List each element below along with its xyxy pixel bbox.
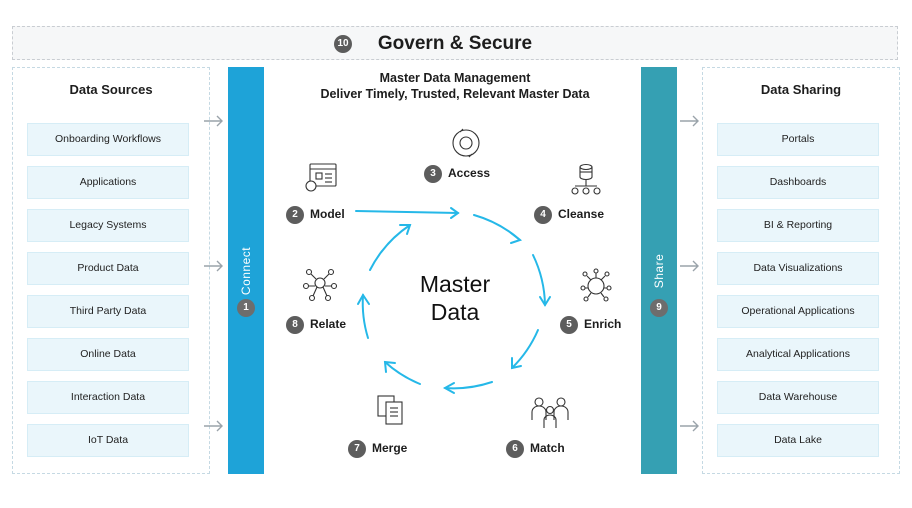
source-item: Onboarding Workflows xyxy=(27,123,189,156)
center-line2: Data xyxy=(430,299,480,325)
sharing-item: Data Warehouse xyxy=(717,381,879,414)
connect-bar: Connect 1 xyxy=(228,67,264,474)
step-model: 2 Model xyxy=(286,206,345,224)
master-data-center: Master Data xyxy=(380,270,530,326)
step-badge-8: 8 xyxy=(286,316,304,334)
arrow-right-icon xyxy=(204,420,223,432)
cleanse-icon xyxy=(571,163,601,195)
step-badge-7: 7 xyxy=(348,440,366,458)
step-cleanse-label: Cleanse xyxy=(558,207,605,222)
mdm-title-line1: Master Data Management xyxy=(379,71,531,85)
sharing-item: Portals xyxy=(717,123,879,156)
data-sharing-panel: Data Sharing Portals Dashboards BI & Rep… xyxy=(702,67,900,474)
arrow-right-icon xyxy=(680,260,699,272)
step-enrich-label: Enrich xyxy=(584,317,622,332)
step-badge-2: 2 xyxy=(286,206,304,224)
enrich-icon xyxy=(580,268,612,302)
step-match-label: Match xyxy=(530,441,565,456)
share-bar: Share 9 xyxy=(641,67,677,474)
arrow-right-icon xyxy=(204,115,223,127)
sharing-item: Operational Applications xyxy=(717,295,879,328)
model-icon xyxy=(305,163,337,192)
source-item: IoT Data xyxy=(27,424,189,457)
step-match: 6 Match xyxy=(506,440,565,458)
source-item: Product Data xyxy=(27,252,189,285)
step-merge: 7 Merge xyxy=(348,440,407,458)
data-sources-title: Data Sources xyxy=(69,82,153,97)
step-model-label: Model xyxy=(310,207,345,222)
step-badge-3: 3 xyxy=(424,165,442,183)
sharing-item: Data Visualizations xyxy=(717,252,879,285)
step-badge-5: 5 xyxy=(560,316,578,334)
step-relate-label: Relate xyxy=(310,317,347,332)
step-badge-1: 1 xyxy=(237,299,255,317)
source-item: Online Data xyxy=(27,338,189,371)
arrow-right-icon xyxy=(680,420,699,432)
step-enrich: 5 Enrich xyxy=(560,316,621,334)
arrow-right-icon xyxy=(680,115,699,127)
sharing-item: Analytical Applications xyxy=(717,338,879,371)
step-badge-9: 9 xyxy=(650,299,668,317)
sharing-item: Dashboards xyxy=(717,166,879,199)
match-icon xyxy=(531,397,569,428)
step-cleanse: 4 Cleanse xyxy=(534,206,604,224)
step-relate: 8 Relate xyxy=(286,316,346,334)
govern-secure-band: 10 Govern & Secure xyxy=(12,26,898,60)
step-badge-4: 4 xyxy=(534,206,552,224)
step-access-label: Access xyxy=(448,166,491,181)
step-badge-6: 6 xyxy=(506,440,524,458)
source-item: Third Party Data xyxy=(27,295,189,328)
data-sources-panel: Data Sources Onboarding Workflows Applic… xyxy=(12,67,210,474)
access-icon xyxy=(452,128,480,158)
sharing-item: Data Lake xyxy=(717,424,879,457)
merge-icon xyxy=(377,395,403,425)
source-item: Legacy Systems xyxy=(27,209,189,242)
model-flow-arrow xyxy=(355,210,459,214)
mdm-title: Master Data Management Deliver Timely, T… xyxy=(280,70,630,102)
mdm-title-line2: Deliver Timely, Trusted, Relevant Master… xyxy=(320,87,590,101)
step-merge-label: Merge xyxy=(372,441,408,456)
source-item: Applications xyxy=(27,166,189,199)
source-item: Interaction Data xyxy=(27,381,189,414)
sharing-item: BI & Reporting xyxy=(717,209,879,242)
data-sharing-title: Data Sharing xyxy=(760,82,842,97)
step-badge-10: 10 xyxy=(334,35,352,53)
arrow-right-icon xyxy=(204,260,223,272)
relate-icon xyxy=(302,268,338,302)
step-access: 3 Access xyxy=(424,165,490,183)
center-line1: Master xyxy=(419,271,491,297)
govern-secure-label: Govern & Secure xyxy=(377,33,533,54)
